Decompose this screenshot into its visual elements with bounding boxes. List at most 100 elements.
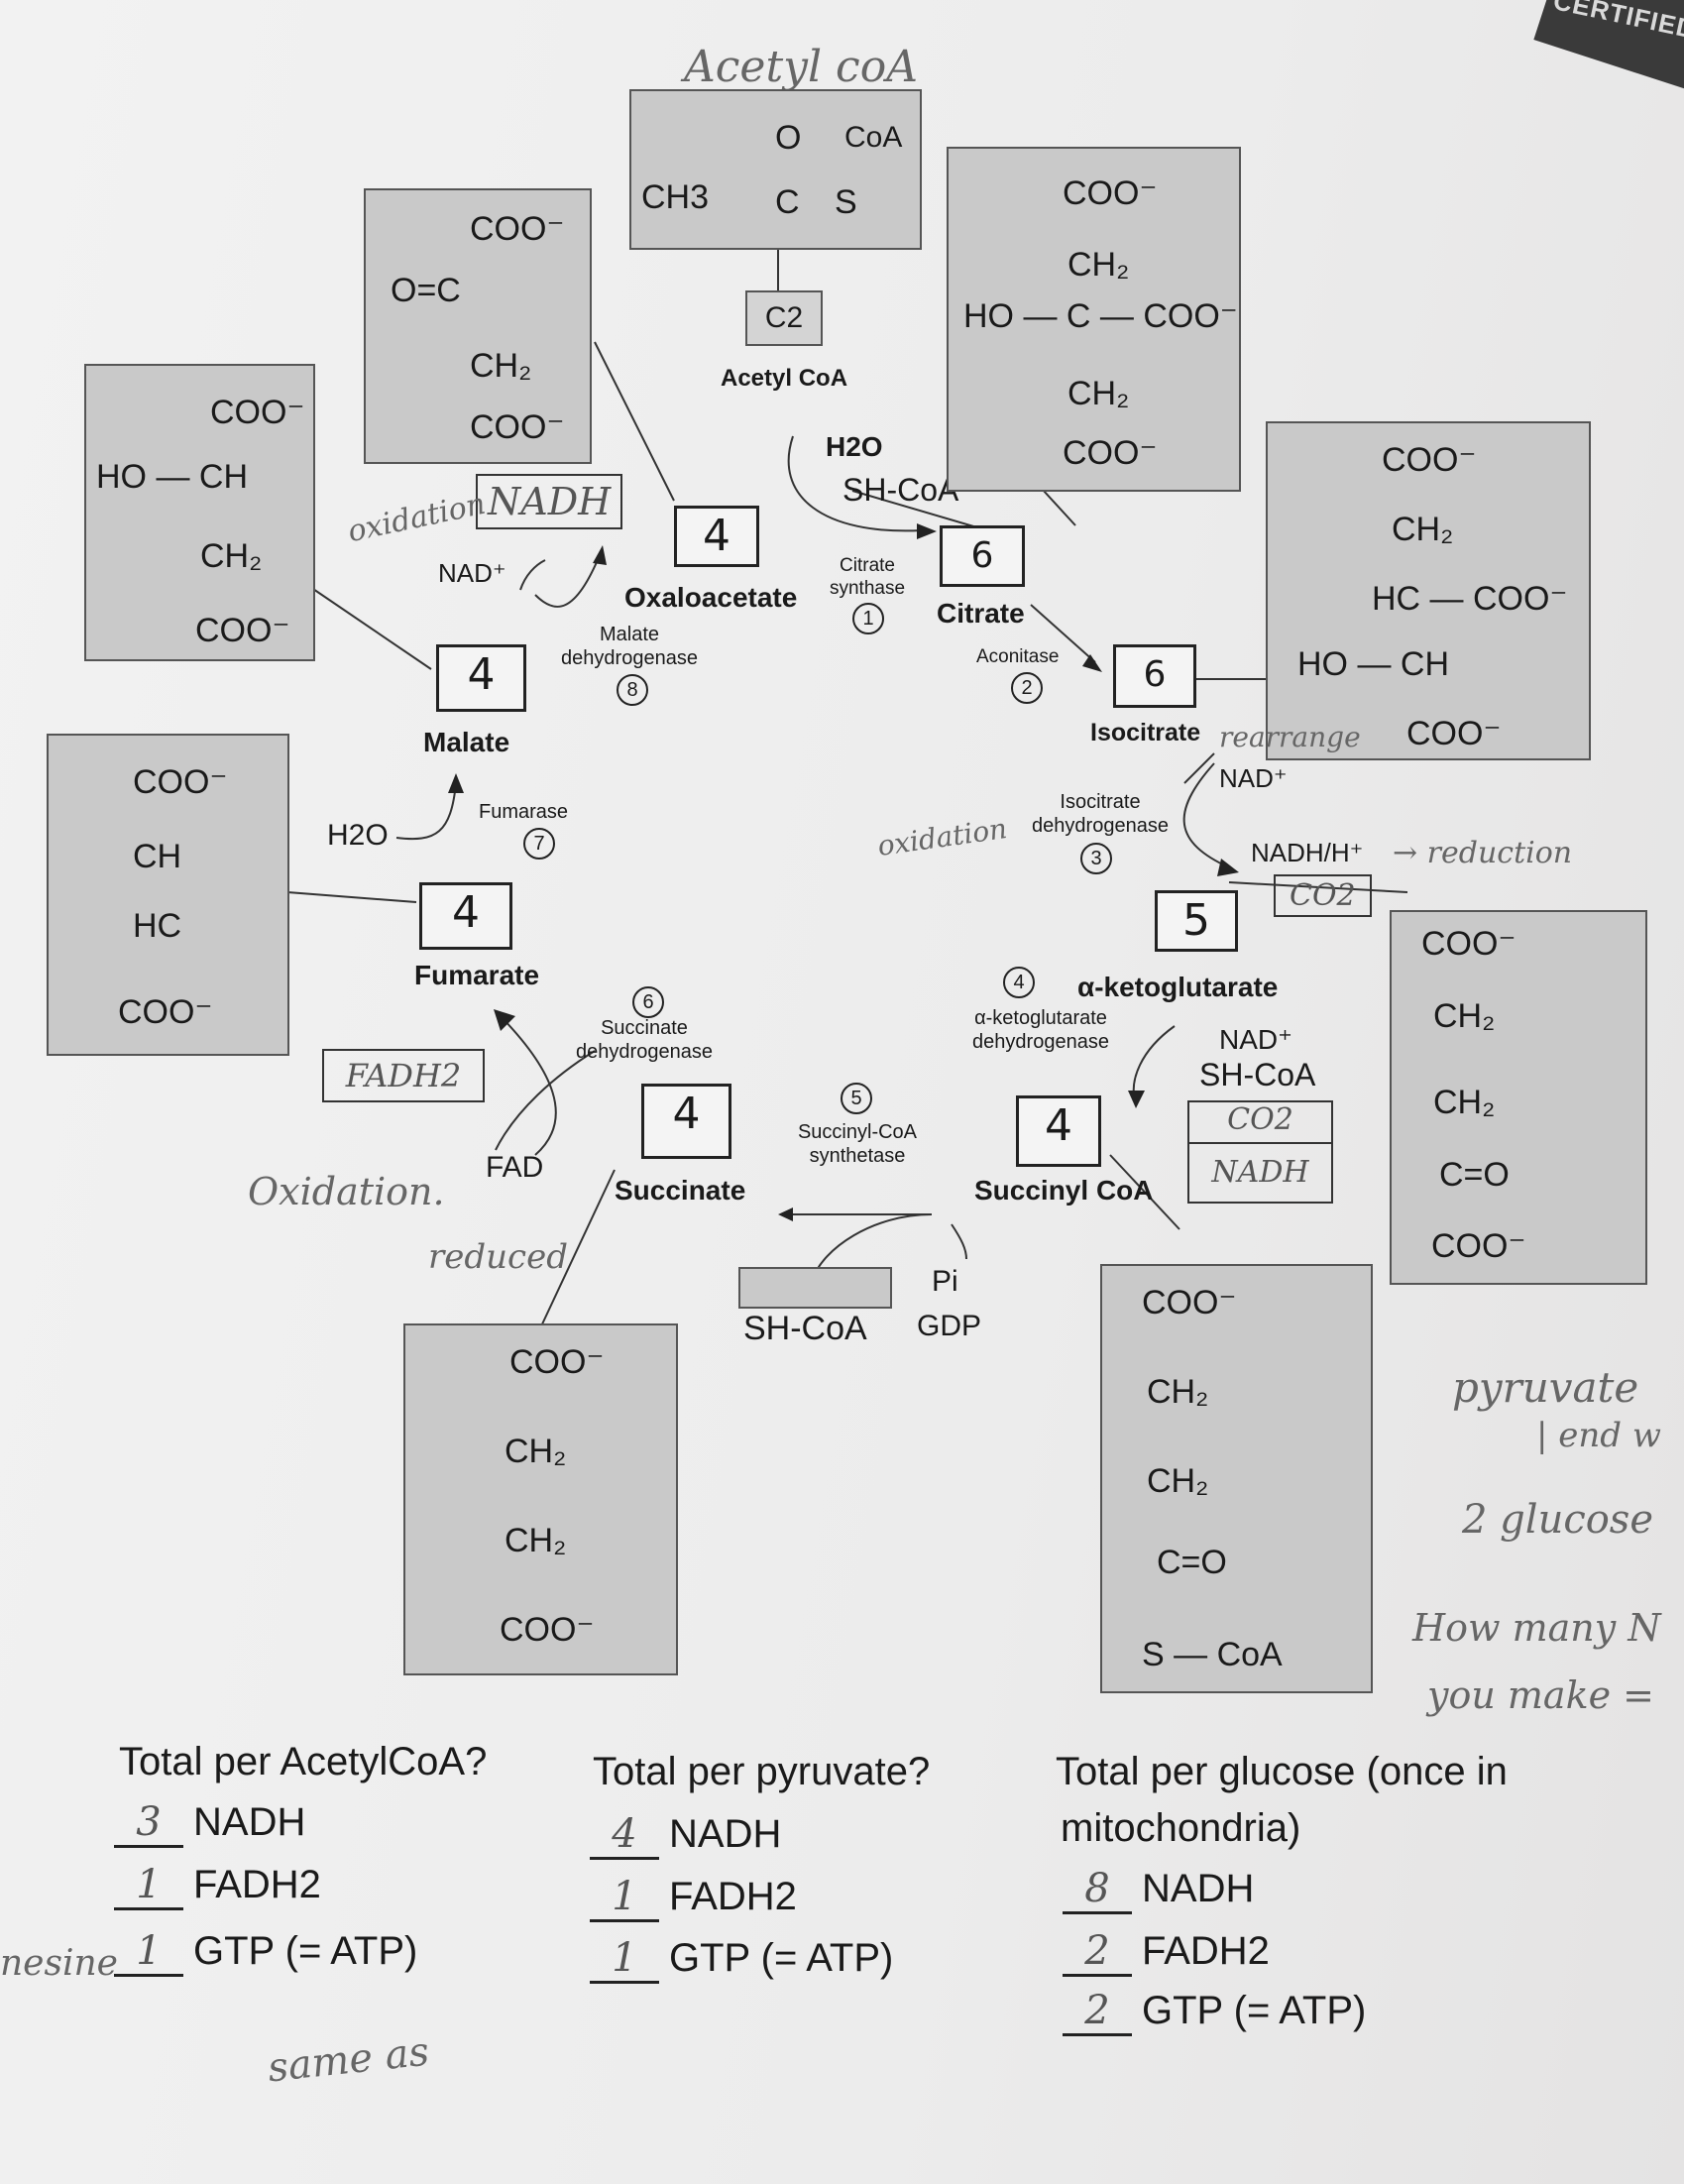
c2-box: C2 xyxy=(745,290,823,346)
isocitrate-structure-box: COO⁻ CH₂ HC — COO⁻ HO — CH COO⁻ xyxy=(1266,421,1591,760)
succinyl-coa-structure-box: COO⁻ CH₂ CH₂ C=O S — CoA xyxy=(1100,1264,1373,1693)
oxaloacetate-label: Oxaloacetate xyxy=(624,582,798,613)
pi-label: Pi xyxy=(932,1265,958,1298)
pyruvate-fadh2-label: FADH2 xyxy=(669,1875,797,1918)
pyruvate-gtp-value: 1 xyxy=(590,1935,659,1984)
enzyme-malate-dh: Malate dehydrogenase xyxy=(561,624,698,669)
akg-structure-box: COO⁻ CH₂ CH₂ C=O COO⁻ xyxy=(1390,910,1647,1285)
fumarate-carbon-count: 4 xyxy=(419,882,512,950)
enzyme-2-number: 2 xyxy=(1011,672,1043,704)
fumarate-label: Fumarate xyxy=(414,960,540,990)
totals-glucose-heading: Total per glucose (once in xyxy=(1056,1750,1508,1793)
pyruvate-fadh2-value: 1 xyxy=(590,1874,659,1922)
nadh-akg-handwritten: NADH xyxy=(1187,1142,1333,1204)
enzyme-8-number: 8 xyxy=(617,674,648,706)
shcoa-succinyl: SH-CoA xyxy=(743,1310,867,1347)
co2-isocitrate-handwritten: CO2 xyxy=(1274,874,1372,917)
enzyme-5-number: 5 xyxy=(841,1083,872,1114)
enzyme-3-number: 3 xyxy=(1080,843,1112,874)
fad-label: FAD xyxy=(486,1151,544,1184)
citrate-label: Citrate xyxy=(937,598,1025,629)
glucose-fadh2-label: FADH2 xyxy=(1142,1929,1270,1973)
shcoa-blank-box xyxy=(738,1267,892,1309)
enzyme-akg-dh: α-ketoglutarate dehydrogenase xyxy=(972,1007,1109,1053)
succinate-structure-box: COO⁻ CH₂ CH₂ COO⁻ xyxy=(403,1323,678,1675)
enzyme-succinyl-coa-synthetase: Succinyl-CoA synthetase xyxy=(797,1121,918,1167)
glucose-gtp-label: GTP (= ATP) xyxy=(1142,1989,1367,2032)
enzyme-aconitase: Aconitase xyxy=(976,646,1060,667)
acetyl-s: S xyxy=(835,183,857,221)
acetylcoa-gtp-value: 1 xyxy=(114,1928,183,1977)
enzyme-fumarase: Fumarase xyxy=(479,801,569,823)
acetyl-c: C xyxy=(775,183,800,221)
pyruvate-nadh-label: NADH xyxy=(669,1812,782,1856)
co2-akg-handwritten: CO2 xyxy=(1187,1100,1333,1144)
acetylcoa-nadh-label: NADH xyxy=(193,1800,306,1844)
enzyme-4-number: 4 xyxy=(1003,967,1035,998)
fadh2-handwritten: FADH2 xyxy=(322,1049,485,1102)
acetylcoa-gtp-label: GTP (= ATP) xyxy=(193,1929,418,1973)
note-you-make: you make = xyxy=(1427,1673,1655,1717)
enzyme-7-number: 7 xyxy=(523,828,555,860)
malate-carbon-count: 4 xyxy=(436,644,526,712)
enzyme-isocitrate-dh: Isocitrate dehydrogenase xyxy=(1032,791,1169,837)
acetyl-coa-handwritten-title: Acetyl coA xyxy=(684,42,918,92)
nadh-isocitrate: NADH/H⁺ xyxy=(1251,838,1364,867)
acetyl-coa-label: Acetyl CoA xyxy=(721,365,848,392)
note-reduced: reduced xyxy=(428,1237,568,1277)
note-pyruvate: pyruvate xyxy=(1452,1363,1639,1412)
acetyl-coa-text: CoA xyxy=(844,121,903,154)
totals-glucose-heading-2: mitochondria) xyxy=(1061,1806,1301,1850)
fumarate-structure-box: COO⁻ CH HC COO⁻ xyxy=(47,734,289,1056)
h2o-fumarase: H2O xyxy=(327,819,389,852)
acetyl-o: O xyxy=(775,119,802,157)
malate-structure-box: COO⁻ HO — CH CH₂ COO⁻ xyxy=(84,364,315,661)
pyruvate-nadh-value: 4 xyxy=(590,1811,659,1860)
h2o-label: H2O xyxy=(826,431,883,462)
akg-label: α-ketoglutarate xyxy=(1077,972,1279,1002)
note-oxidation-fad: Oxidation. xyxy=(248,1170,445,1213)
nad-akg: NAD⁺ xyxy=(1219,1024,1292,1055)
enzyme-succinate-dh: Succinate dehydrogenase xyxy=(576,1017,713,1063)
acetylcoa-fadh2-value: 1 xyxy=(114,1862,183,1910)
akg-carbon-count: 5 xyxy=(1155,890,1238,952)
glucose-nadh-value: 8 xyxy=(1063,1866,1132,1914)
succinate-carbon-count: 4 xyxy=(641,1084,731,1159)
glucose-gtp-value: 2 xyxy=(1063,1988,1132,2036)
totals-acetylcoa-heading: Total per AcetylCoA? xyxy=(119,1740,488,1783)
note-2-glucose: 2 glucose xyxy=(1462,1497,1654,1543)
note-rearrange: rearrange xyxy=(1219,721,1361,753)
note-end-with: | end w xyxy=(1536,1416,1661,1455)
isocitrate-label: Isocitrate xyxy=(1090,719,1201,747)
isocitrate-carbon-count: 6 xyxy=(1113,644,1196,708)
gdp-label: GDP xyxy=(917,1310,982,1342)
succinyl-coa-label: Succinyl CoA xyxy=(974,1175,1154,1206)
note-reduction-iso: → reduction xyxy=(1393,836,1573,870)
nadh-malate-handwritten: NADH xyxy=(476,474,623,529)
succinate-label: Succinate xyxy=(615,1175,746,1206)
note-how-many: How many N xyxy=(1412,1606,1661,1650)
pyruvate-gtp-label: GTP (= ATP) xyxy=(669,1936,894,1980)
acetylcoa-fadh2-label: FADH2 xyxy=(193,1863,321,1906)
acetylcoa-nadh-value: 3 xyxy=(114,1799,183,1848)
enzyme-citrate-synthase: Citrate synthase xyxy=(829,555,906,599)
totals-pyruvate-heading: Total per pyruvate? xyxy=(593,1750,931,1793)
nad-isocitrate: NAD⁺ xyxy=(1219,763,1288,793)
oxaloacetate-structure-box: COO⁻ O=C CH₂ COO⁻ xyxy=(364,188,592,464)
enzyme-6-number: 6 xyxy=(632,986,664,1018)
acetyl-coa-structure-box: CH3 O C S CoA xyxy=(629,89,922,250)
citrate-carbon-count: 6 xyxy=(940,525,1025,587)
citrate-structure-box: COO⁻ CH₂ HO — C — COO⁻ CH₂ COO⁻ xyxy=(947,147,1241,492)
oxaloacetate-carbon-count: 4 xyxy=(674,506,759,567)
glucose-fadh2-value: 2 xyxy=(1063,1928,1132,1977)
glucose-nadh-label: NADH xyxy=(1142,1867,1255,1910)
